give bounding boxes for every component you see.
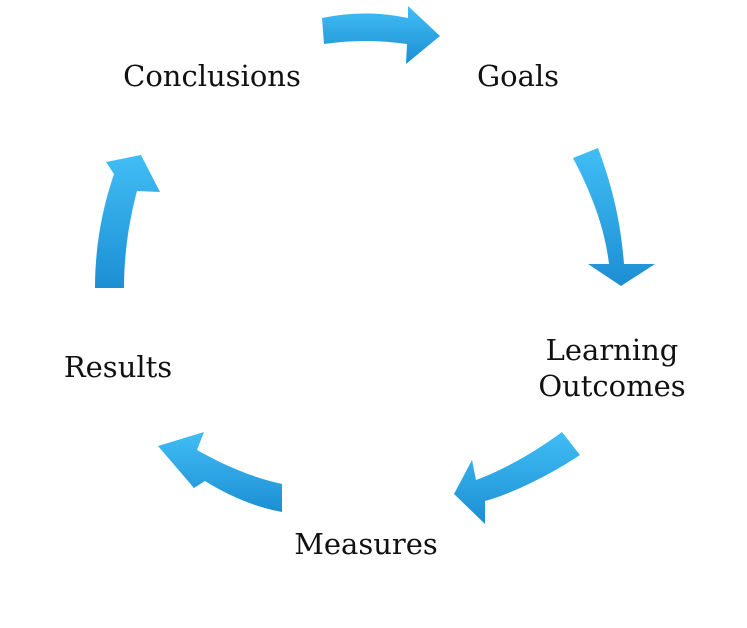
arrow-conclusions-to-goals	[322, 6, 440, 64]
arrow-measures-to-results	[158, 432, 282, 512]
arrow-learning-outcomes-to-measures	[454, 432, 580, 524]
node-measures: Measures	[294, 527, 438, 561]
arrow-goals-to-learning-outcomes	[573, 148, 655, 286]
node-results: Results	[64, 350, 172, 384]
node-conclusions: Conclusions	[123, 59, 301, 93]
node-goals: Goals	[477, 59, 559, 93]
arrow-results-to-conclusions	[95, 155, 160, 288]
node-learning-outcomes-line1: Learning	[546, 333, 679, 367]
node-learning-outcomes-line2: Outcomes	[538, 369, 685, 403]
